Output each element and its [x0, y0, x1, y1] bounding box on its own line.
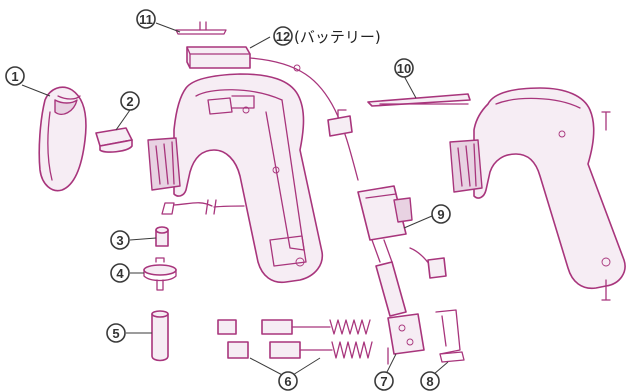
callout-5: 5 — [106, 323, 126, 343]
callout-1: 1 — [5, 66, 25, 86]
callout-8: 8 — [420, 371, 440, 391]
part-9-switch — [357, 185, 447, 279]
callout-7: 7 — [374, 371, 394, 391]
callout-9-label: 9 — [437, 207, 444, 222]
part-7-bracket — [375, 261, 425, 365]
callout-12: 12 (バッテリー) — [273, 26, 381, 46]
callout-4-label: 4 — [116, 266, 124, 281]
callout-3: 3 — [110, 230, 130, 250]
callout-10: 10 — [394, 58, 414, 78]
callout-2: 2 — [120, 91, 140, 111]
part-2-cap — [95, 127, 133, 153]
part-3-tip — [155, 199, 245, 247]
part-10-tweezers — [367, 93, 471, 107]
battery-wire — [249, 57, 359, 181]
part-5-cylinder — [151, 310, 169, 362]
part-12-battery — [186, 46, 251, 69]
callout-5-label: 5 — [112, 326, 119, 341]
callout-6: 6 — [278, 371, 298, 391]
left-housing — [147, 73, 324, 284]
battery-label: (バッテリー) — [294, 28, 381, 46]
part-6-springs — [217, 319, 373, 359]
callout-2-label: 2 — [126, 94, 133, 109]
callout-12-label: 12 — [276, 29, 290, 44]
part-4-filter — [143, 257, 177, 291]
part-1-nozzle-cover — [38, 86, 87, 192]
part-8-clip-bracket — [435, 309, 465, 363]
connector-piece — [327, 109, 353, 137]
callout-8-label: 8 — [426, 374, 433, 389]
callout-3-label: 3 — [116, 233, 123, 248]
callout-6-label: 6 — [284, 374, 291, 389]
callout-11: 11 — [136, 9, 156, 29]
right-housing — [449, 87, 626, 301]
callout-10-label: 10 — [397, 61, 411, 76]
part-11-clip — [175, 21, 227, 35]
callout-9: 9 — [431, 204, 451, 224]
callout-1-label: 1 — [11, 69, 18, 84]
callout-7-label: 7 — [380, 374, 387, 389]
callout-4: 4 — [110, 263, 130, 283]
callout-11-label: 11 — [139, 12, 153, 27]
